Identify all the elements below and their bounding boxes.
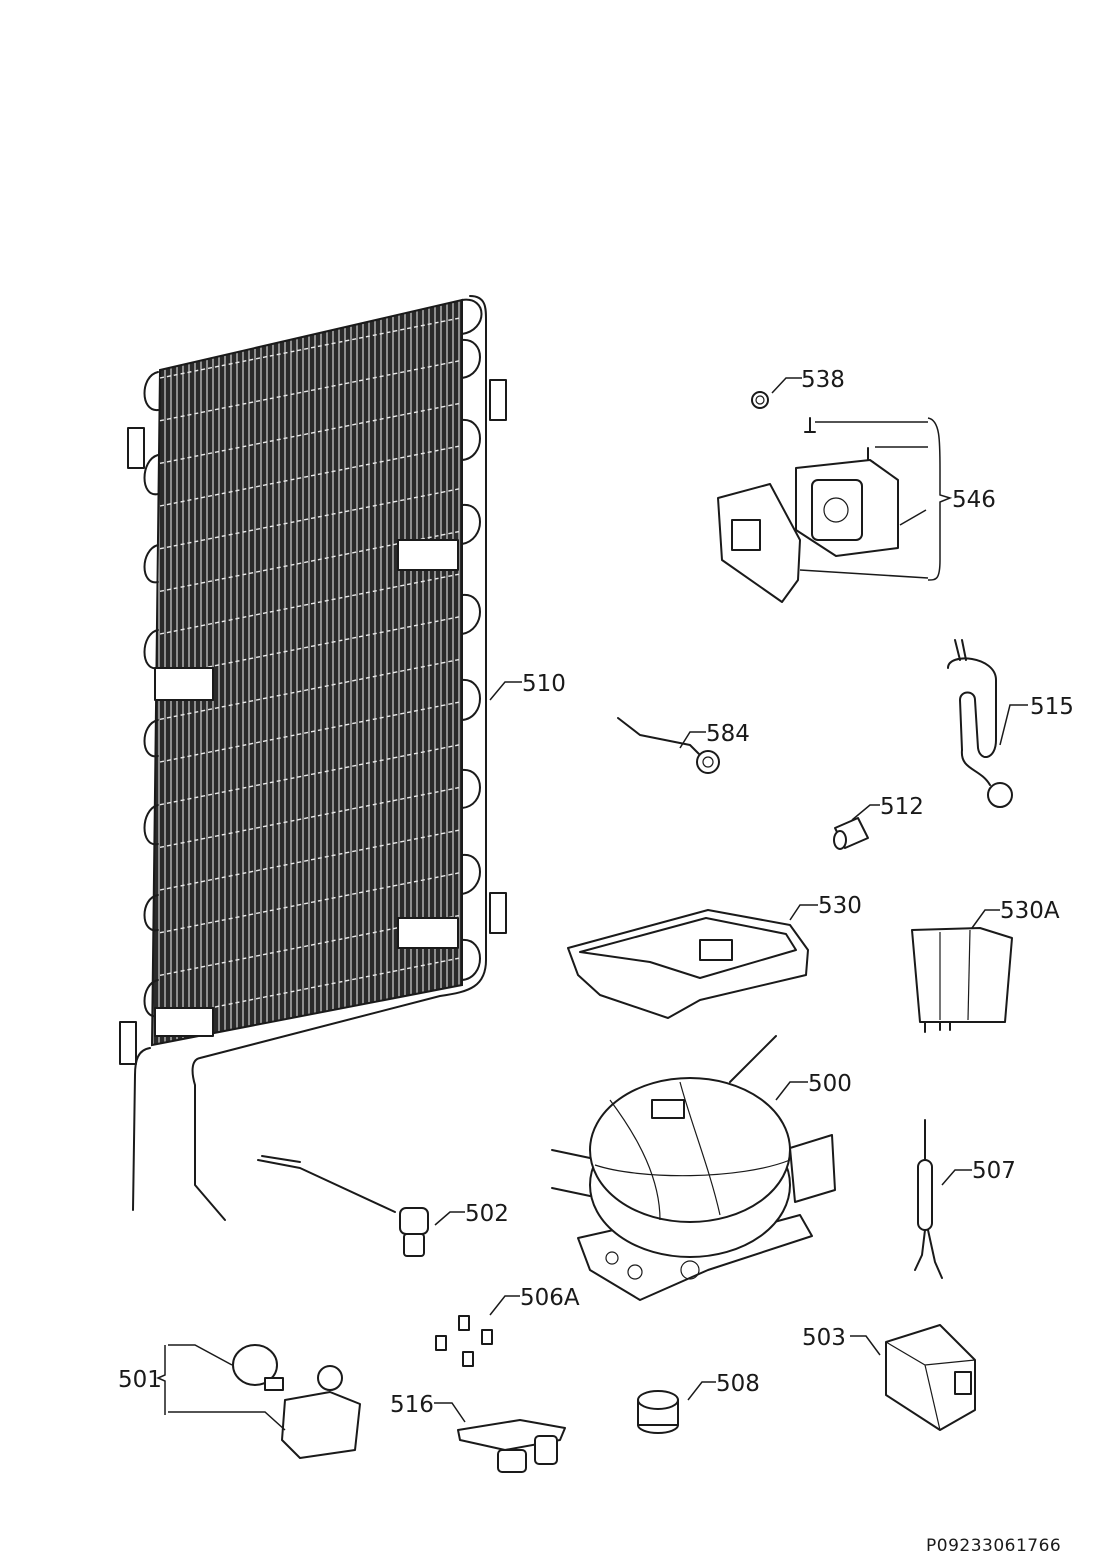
callout-538: 538 — [801, 367, 845, 393]
sleeve-part-512 — [833, 817, 869, 850]
condenser-tube-line — [159, 445, 461, 507]
callout-510: 510 — [522, 671, 566, 697]
callout-508: 508 — [716, 1371, 760, 1397]
capacitor-part-503 — [885, 1324, 976, 1431]
condenser-tube-line — [159, 317, 461, 379]
condenser-tube-line — [159, 786, 461, 849]
callout-512: 512 — [880, 794, 924, 820]
condenser-tube-line — [159, 829, 461, 891]
condenser-tube-line — [159, 743, 461, 806]
filter-drier-part-507 — [914, 1119, 943, 1279]
callout-530: 530 — [818, 893, 862, 919]
document-id: P09233061766 — [926, 1536, 1062, 1556]
condenser-tube-line — [159, 701, 461, 763]
heater-part-515 — [947, 639, 1013, 808]
condenser-part-510 — [119, 295, 507, 1221]
callout-516: 516 — [390, 1392, 434, 1418]
condenser-tube-line — [159, 487, 461, 550]
callout-503: 503 — [802, 1325, 846, 1351]
drip-tray-part-530 — [567, 909, 809, 1019]
callout-507: 507 — [972, 1158, 1016, 1184]
sensor-part-502 — [257, 1155, 429, 1257]
callout-506A: 506A — [520, 1285, 580, 1311]
container-part-530A — [911, 927, 1013, 1033]
condenser-tube-line — [159, 615, 461, 678]
callout-530A: 530A — [1000, 898, 1060, 924]
compressor-part-500 — [551, 1035, 836, 1301]
drain-part-584 — [617, 717, 720, 774]
callout-500: 500 — [808, 1071, 852, 1097]
callout-584: 584 — [706, 721, 750, 747]
control-unit-part-546 — [717, 417, 899, 603]
condenser-tube-line — [159, 871, 461, 934]
relay-part-501 — [232, 1344, 361, 1459]
condenser-tube-line — [159, 658, 461, 721]
condenser-tube-line — [159, 359, 461, 422]
bolts-part-506A — [435, 1315, 493, 1367]
bracket-part-516 — [457, 1419, 566, 1473]
condenser-tube-line — [159, 573, 461, 635]
nut-part-538 — [751, 391, 769, 409]
callout-546: 546 — [952, 487, 996, 513]
grommet-part-508 — [637, 1390, 679, 1434]
callout-515: 515 — [1030, 694, 1074, 720]
leader-lines — [156, 377, 1028, 1431]
condenser-tube-line — [159, 402, 461, 465]
callout-501: 501 — [118, 1367, 162, 1393]
callout-502: 502 — [465, 1201, 509, 1227]
